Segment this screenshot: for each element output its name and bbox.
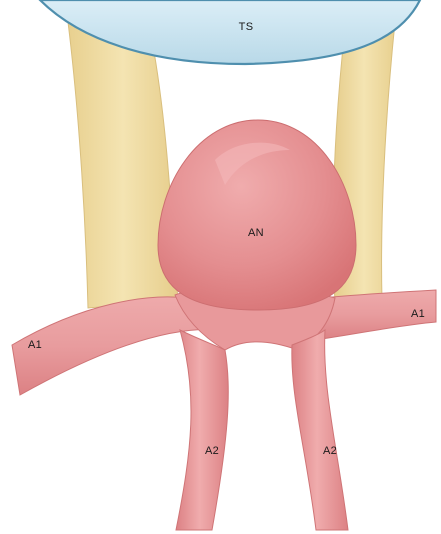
an-label: AN <box>248 227 264 239</box>
right-a2-artery <box>292 330 348 530</box>
a1-right-label: A1 <box>411 308 425 320</box>
a2-right-label: A2 <box>323 445 337 457</box>
ts-label: TS <box>239 21 254 33</box>
left-a2-artery <box>176 330 228 530</box>
a2-left-label: A2 <box>205 445 219 457</box>
a1-left-label: A1 <box>28 339 42 351</box>
